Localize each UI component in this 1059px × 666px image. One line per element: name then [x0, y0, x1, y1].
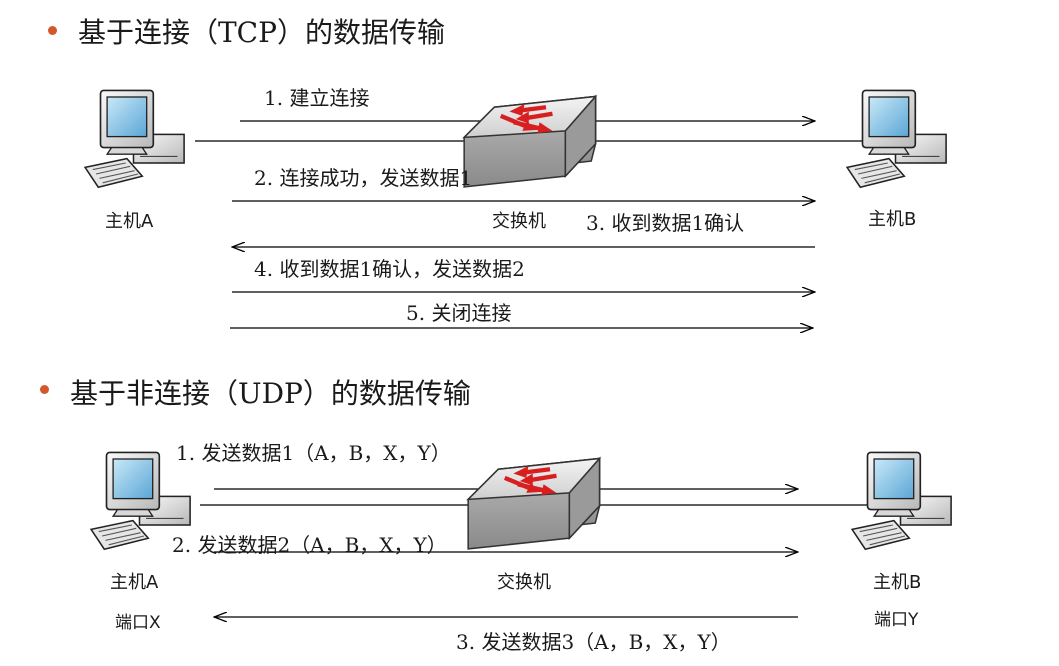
- udp-step-1: 1. 发送数据1（A，B，X，Y）: [176, 441, 451, 465]
- tcp-bullet: [48, 26, 57, 35]
- udp-heading: 基于非连接（UDP）的数据传输: [70, 377, 471, 410]
- tcp-host-b-computer-icon: [846, 89, 947, 189]
- tcp-step-3: 3. 收到数据1确认: [586, 211, 745, 235]
- udp-host-b-label: 主机B: [873, 572, 922, 593]
- udp-switch-icon: [468, 458, 599, 548]
- tcp-step-5: 5. 关闭连接: [406, 301, 512, 325]
- tcp-step-2: 2. 连接成功，发送数据1: [254, 166, 473, 190]
- udp-host-a-label: 主机A: [110, 572, 159, 593]
- udp-step-2: 2. 发送数据2（A，B，X，Y）: [172, 533, 447, 557]
- tcp-step-4: 4. 收到数据1确认，发送数据2: [254, 257, 525, 281]
- tcp-host-b-label: 主机B: [868, 209, 917, 230]
- udp-port-x-label: 端口X: [115, 613, 161, 633]
- udp-host-b-computer-icon: [851, 451, 952, 551]
- udp-step-3: 3. 发送数据3（A，B，X，Y）: [456, 630, 731, 654]
- tcp-switch-icon: [464, 96, 595, 186]
- udp-switch-label: 交换机: [497, 572, 551, 593]
- tcp-switch-label: 交换机: [492, 211, 546, 232]
- tcp-host-a-computer-icon: [84, 89, 185, 189]
- udp-port-y-label: 端口Y: [874, 610, 919, 630]
- tcp-step-1: 1. 建立连接: [264, 86, 370, 110]
- tcp-host-a-label: 主机A: [105, 211, 154, 232]
- udp-bullet: [40, 385, 49, 394]
- tcp-heading: 基于连接（TCP）的数据传输: [78, 16, 445, 49]
